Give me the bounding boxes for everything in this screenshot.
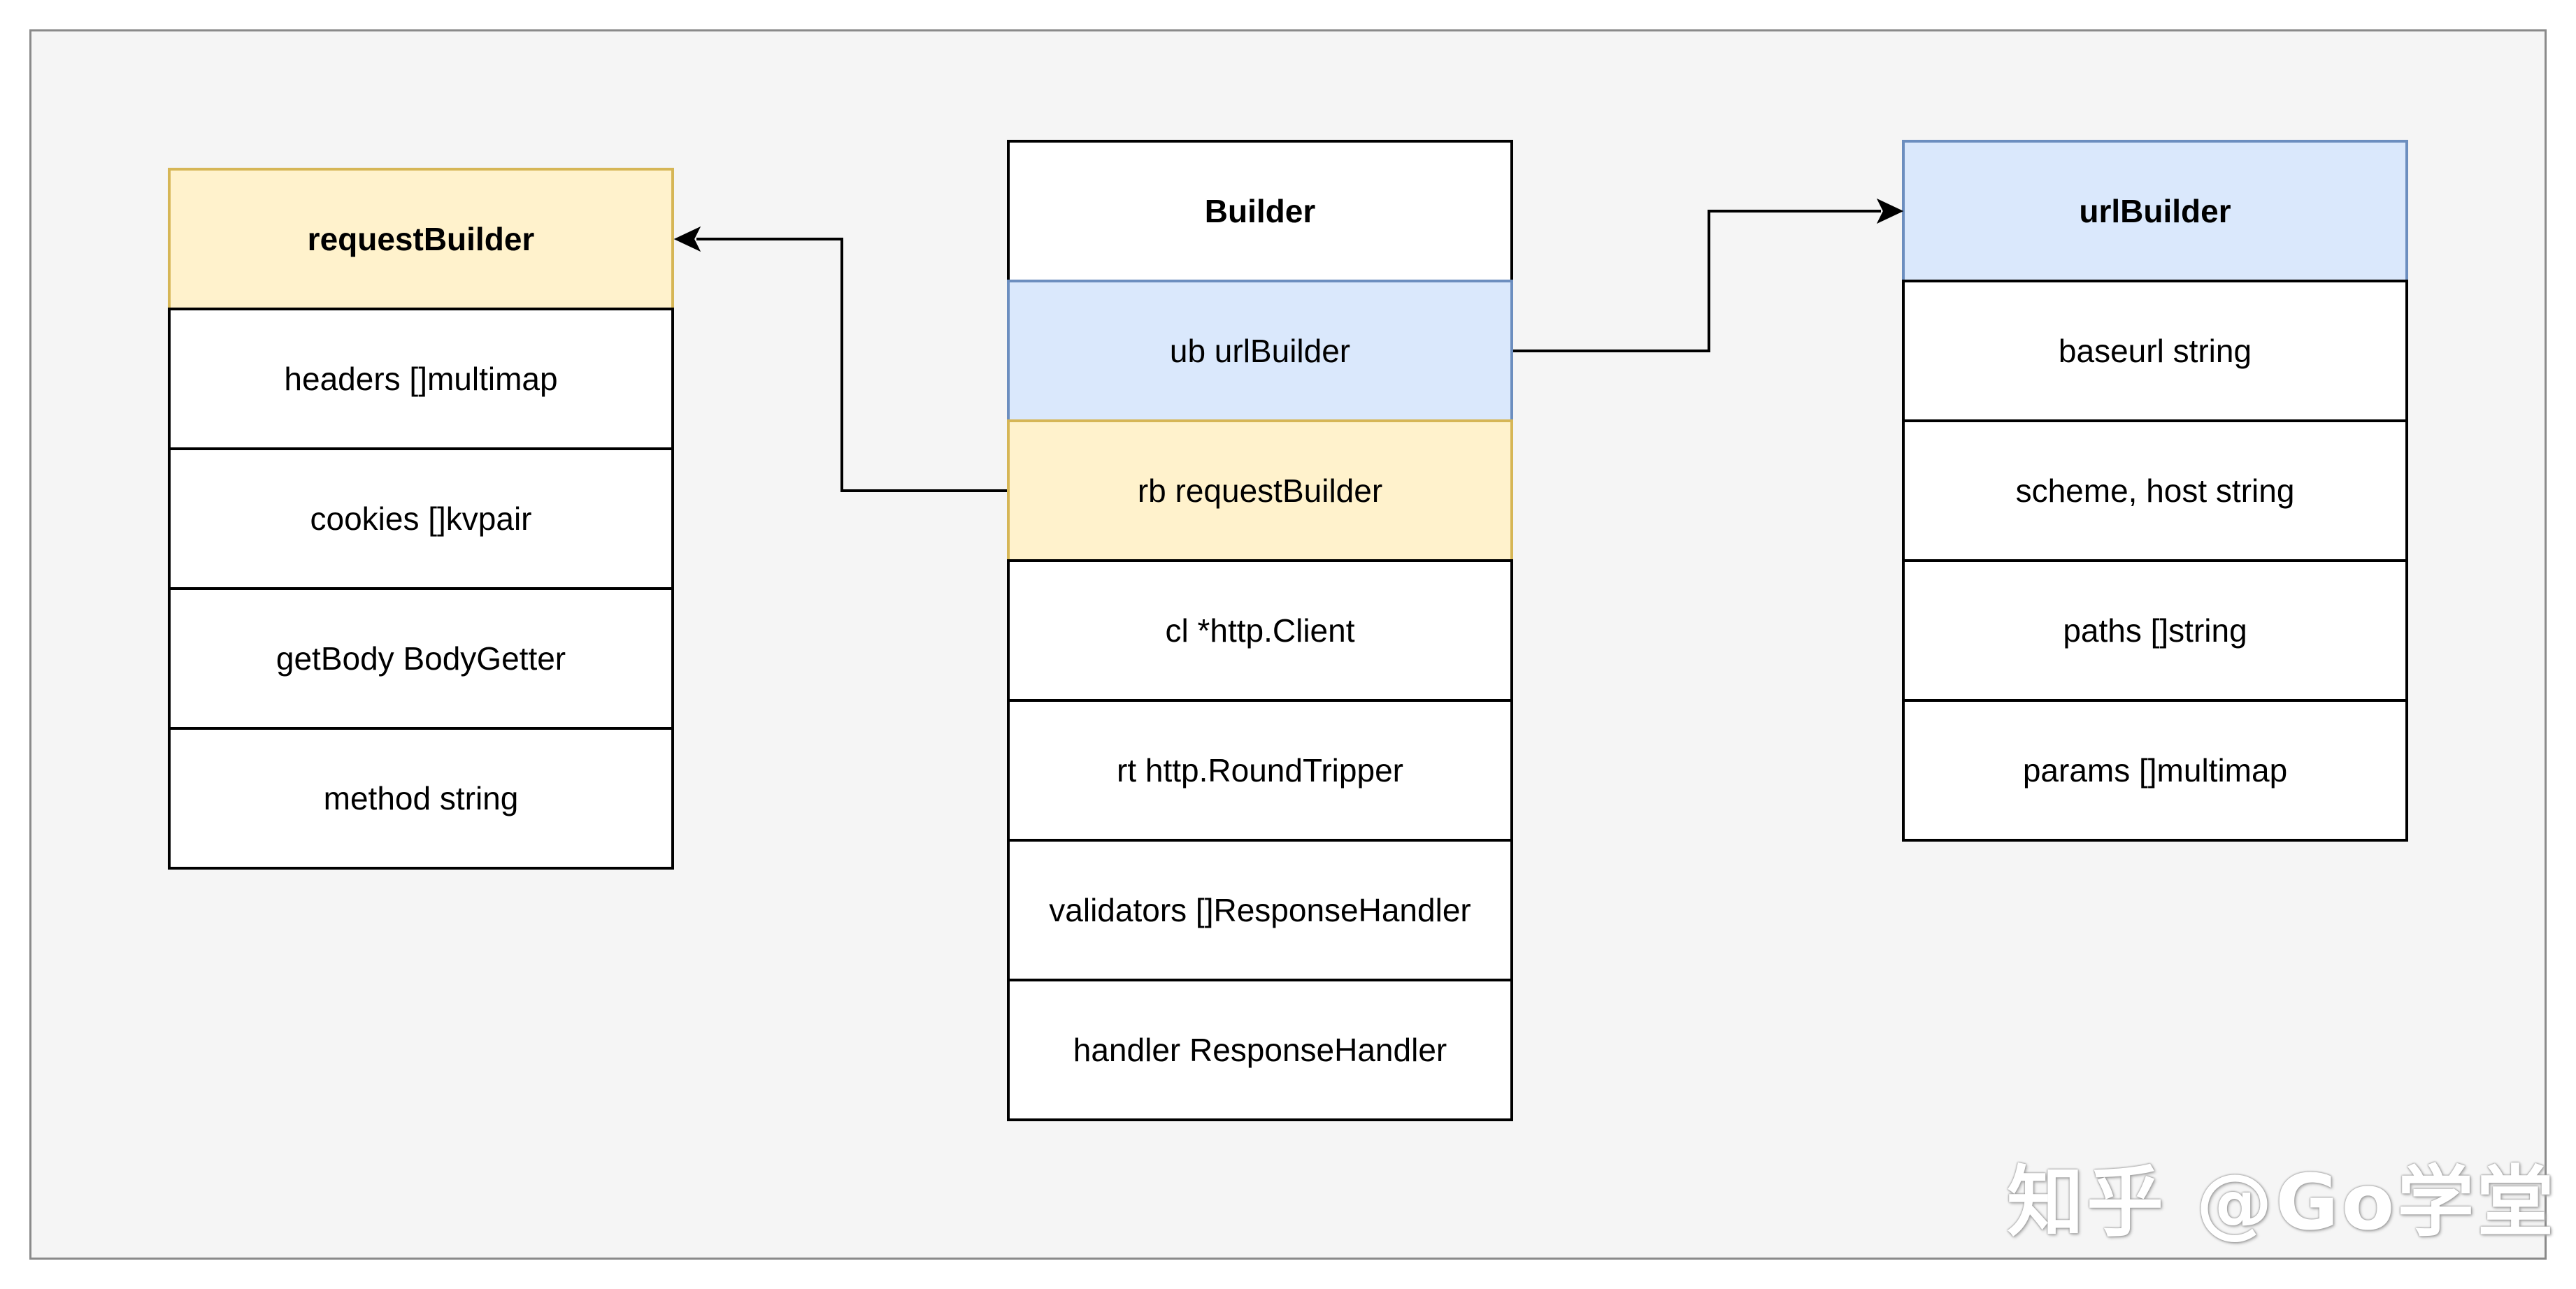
builder-field-handler: handler ResponseHandler: [1007, 979, 1513, 1121]
connector-ub-to-url-builder: [1513, 210, 1881, 352]
url-builder-box: urlBuilder baseurl string scheme, host s…: [1902, 140, 2408, 842]
builder-field-validators: validators []ResponseHandler: [1007, 839, 1513, 981]
request-builder-box: requestBuilder headers []multimap cookie…: [168, 168, 674, 870]
request-builder-field-headers: headers []multimap: [168, 308, 674, 450]
request-builder-field-method: method string: [168, 727, 674, 870]
builder-field-cl: cl *http.Client: [1007, 559, 1513, 702]
builder-field-rt: rt http.RoundTripper: [1007, 699, 1513, 842]
request-builder-title: requestBuilder: [168, 168, 674, 310]
watermark: 知乎 @Go学堂: [2007, 1158, 2557, 1247]
url-builder-field-params: params []multimap: [1902, 699, 2408, 842]
arrowhead-url-builder: [1876, 198, 1904, 224]
builder-field-rb: rb requestBuilder: [1007, 419, 1513, 562]
url-builder-field-baseurl: baseurl string: [1902, 280, 2408, 422]
url-builder-field-paths: paths []string: [1902, 559, 2408, 702]
arrowhead-request-builder: [673, 226, 701, 252]
connector-rb-to-request-builder: [696, 238, 1007, 492]
builder-box: Builder ub urlBuilder rb requestBuilder …: [1007, 140, 1513, 1121]
